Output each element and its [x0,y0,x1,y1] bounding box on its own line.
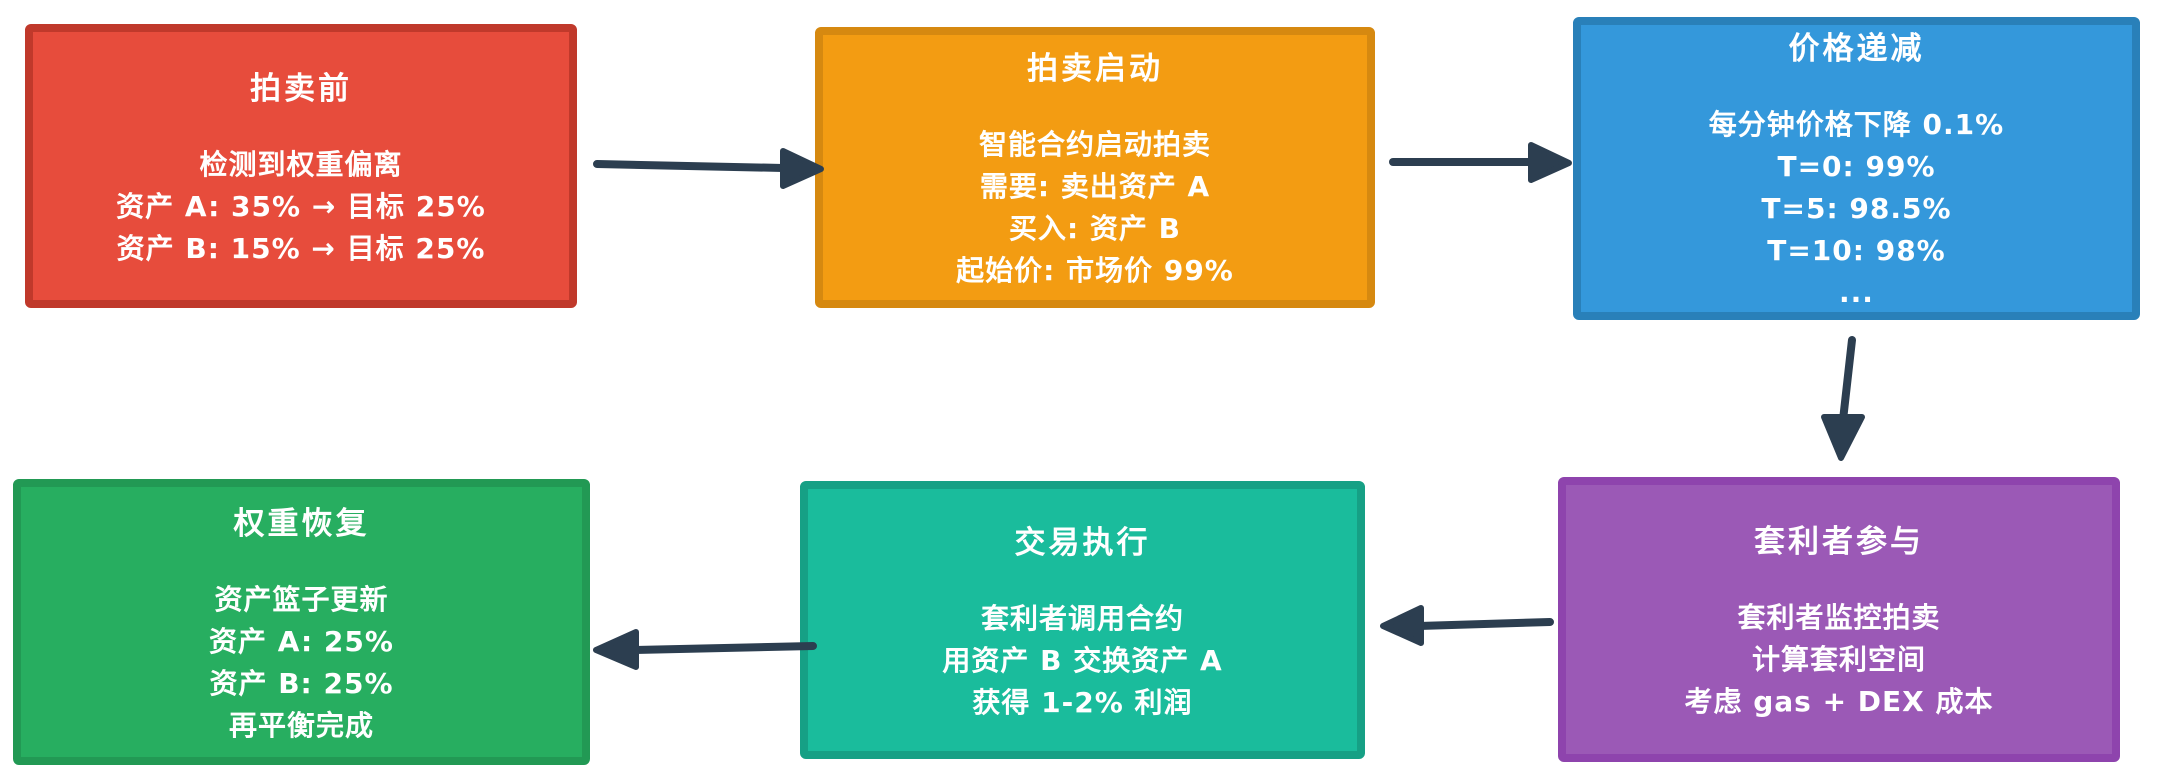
step-line: 套利者调用合约 [980,601,1184,635]
step-title: 拍卖启动 [1027,51,1163,87]
step-line: 需要: 卖出资产 A [979,170,1211,203]
step-line: 资产 A: 35% → 目标 25% [116,189,486,223]
step-box-weight-restore: 权重恢复 资产篮子更新 资产 A: 25% 资产 B: 25% 再平衡完成 [13,479,590,765]
step-line: T=5: 98.5% [1761,192,1952,225]
step-line: 资产 A: 25% [209,624,394,658]
step-box-arbitrageur: 套利者参与 套利者监控拍卖 计算套利空间 考虑 gas + DEX 成本 [1558,477,2120,762]
step-line: 资产 B: 15% → 目标 25% [116,231,486,265]
left-arrow [593,629,817,670]
step-line: T=10: 98% [1767,234,1946,267]
step-title: 拍卖前 [250,70,352,107]
left-arrow [1380,605,1554,646]
step-line: 套利者监控拍卖 [1737,601,1941,634]
step-box-auction-start: 拍卖启动 智能合约启动拍卖 需要: 卖出资产 A 买入: 资产 B 起始价: 市… [815,27,1375,308]
step-line: ... [1839,276,1874,309]
step-line: 每分钟价格下降 0.1% [1708,108,2005,141]
step-line: 用资产 B 交换资产 A [942,643,1223,677]
step-title: 价格递减 [1788,31,1925,67]
step-box-price-decay: 价格递减 每分钟价格下降 0.1% T=0: 99% T=5: 98.5% T=… [1573,17,2140,320]
step-title: 交易执行 [1014,524,1151,561]
step-box-trade-execution: 交易执行 套利者调用合约 用资产 B 交换资产 A 获得 1-2% 利润 [800,481,1365,759]
step-line: 计算套利空间 [1751,643,1926,676]
step-line: 起始价: 市场价 99% [956,254,1234,287]
right-arrow [1389,142,1572,183]
step-title: 套利者参与 [1754,524,1924,560]
step-line: T=0: 99% [1777,150,1936,183]
step-line: 资产 B: 25% [209,666,394,700]
step-line: 资产篮子更新 [214,582,389,616]
step-line: 考虑 gas + DEX 成本 [1684,685,1994,718]
down-arrow [1821,336,1865,461]
step-line: 买入: 资产 B [1008,212,1182,245]
step-line: 获得 1-2% 利润 [972,685,1193,719]
step-title: 权重恢复 [233,505,370,542]
step-line: 智能合约启动拍卖 [978,128,1211,161]
step-line: 再平衡完成 [228,708,374,742]
right-arrow [593,148,824,189]
step-box-pre-auction: 拍卖前 检测到权重偏离 资产 A: 35% → 目标 25% 资产 B: 15%… [25,24,577,308]
step-line: 检测到权重偏离 [199,147,403,181]
